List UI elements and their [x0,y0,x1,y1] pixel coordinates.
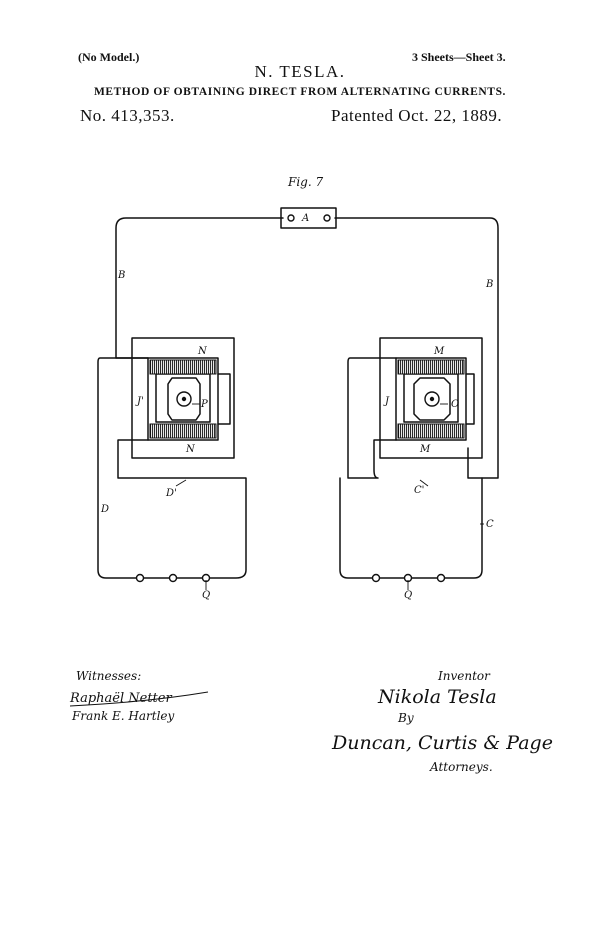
label-c: C [486,519,494,530]
label-m-top: M [433,346,445,357]
left-d-wire [97,357,247,579]
inventor-label: Inventor [437,669,491,683]
witnesses-label: Witnesses: [76,669,141,683]
right-bottom-coil [397,423,465,439]
inventor-name: N. TESLA. [254,62,346,81]
label-j: J [383,396,390,407]
label-q-right: Q [404,590,412,601]
patent-date: Patented Oct. 22, 1889. [331,106,503,125]
model-note: (No Model.) [78,50,140,64]
right-inner-wire [347,357,397,479]
attorneys-label: Attorneys. [429,760,493,774]
left-field-core [147,357,219,441]
label-o: O [451,399,459,410]
post-right-1 [371,573,381,583]
label-n-bottom: N [185,444,196,455]
right-top-coil [397,359,465,375]
sheet-note: 3 Sheets—Sheet 3. [412,50,506,64]
attorneys-signature: Duncan, Curtis & Page [331,732,553,754]
label-m-bottom: M [419,444,431,455]
patent-title: METHOD OF OBTAINING DIRECT FROM ALTERNAT… [93,86,507,98]
label-n-top: N [197,346,208,357]
left-armature [167,377,201,421]
label-j-prime: J' [135,396,144,407]
right-machine-frame [379,337,483,459]
right-armature [413,377,451,421]
label-d: D [100,504,109,515]
left-bottom-coil [149,423,217,439]
label-b-left: B [117,270,125,281]
right-field-core [395,357,467,441]
left-return-wire [217,373,231,425]
component-a-box [280,207,337,229]
label-q-left: Q [202,590,210,601]
label-a: A [301,213,309,224]
patent-number: No. 413,353. [80,106,175,125]
post-right-3 [436,573,446,583]
inventor-signature: Nikola Tesla [377,686,497,708]
circuit-b-wire-right [334,217,499,479]
by-label: By [397,711,414,725]
circuit-b-wire [115,217,284,359]
post-left-2 [168,573,178,583]
right-lower-loop [339,477,483,579]
left-top-coil [149,359,217,375]
label-d-prime: D' [165,488,177,499]
witness-2-signature: Frank E. Hartley [71,709,175,723]
post-left-1 [135,573,145,583]
left-machine-frame [131,337,235,459]
terminal-a-left [287,214,295,222]
right-c-wire [465,373,475,425]
figure-label: Fig. 7 [287,175,323,189]
label-b-right: B [485,279,493,290]
label-c-prime: C' [414,485,424,496]
terminal-a-right [323,214,331,222]
witness-1-signature: Raphaël Netter [69,691,172,706]
label-p: P [200,399,208,410]
